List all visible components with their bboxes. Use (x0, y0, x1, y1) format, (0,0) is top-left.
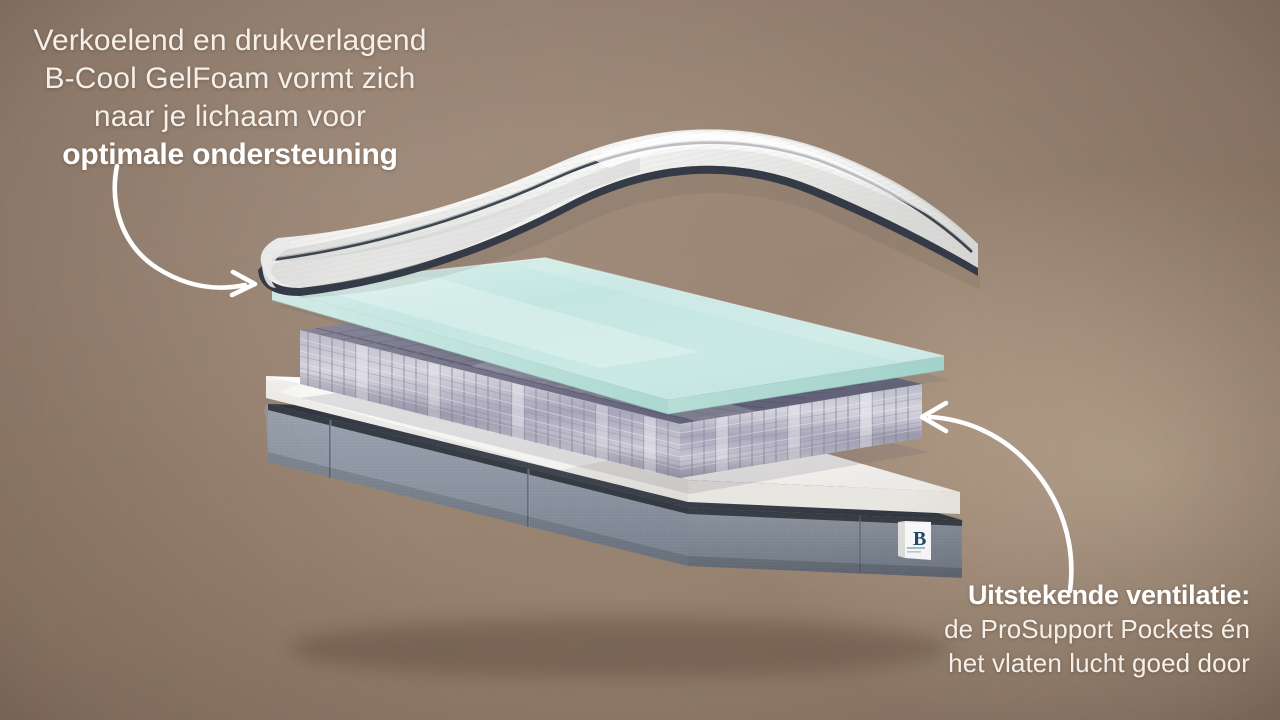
brand-logo-label: B (898, 521, 931, 560)
spring-row-front-right (679, 384, 923, 478)
ventilation-callout: Uitstekende ventilatie: de ProSupport Po… (730, 578, 1250, 680)
gelfoam-callout: Verkoelend en drukverlagend B-Cool GelFo… (0, 22, 460, 174)
callout-emphasis: optimale ondersteuning (62, 138, 398, 171)
ventilation-line-2: het vlaten lucht goed door (948, 648, 1250, 678)
callout-line-2: B-Cool GelFoam vormt zich (44, 62, 416, 95)
callout-line-1: Verkoelend en drukverlagend (33, 24, 427, 57)
brand-letter-b: B (913, 528, 926, 550)
callout-line-3: naar je lichaam voor (93, 100, 367, 133)
ventilation-line-1: de ProSupport Pockets én (944, 614, 1250, 644)
layer-shadows (290, 618, 950, 678)
ventilation-emphasis: Uitstekende ventilatie: (968, 580, 1250, 610)
b-cool-gelfoam-layer (271, 257, 950, 420)
spring-row-front-left (299, 330, 681, 478)
quilted-top-cover (258, 129, 980, 298)
